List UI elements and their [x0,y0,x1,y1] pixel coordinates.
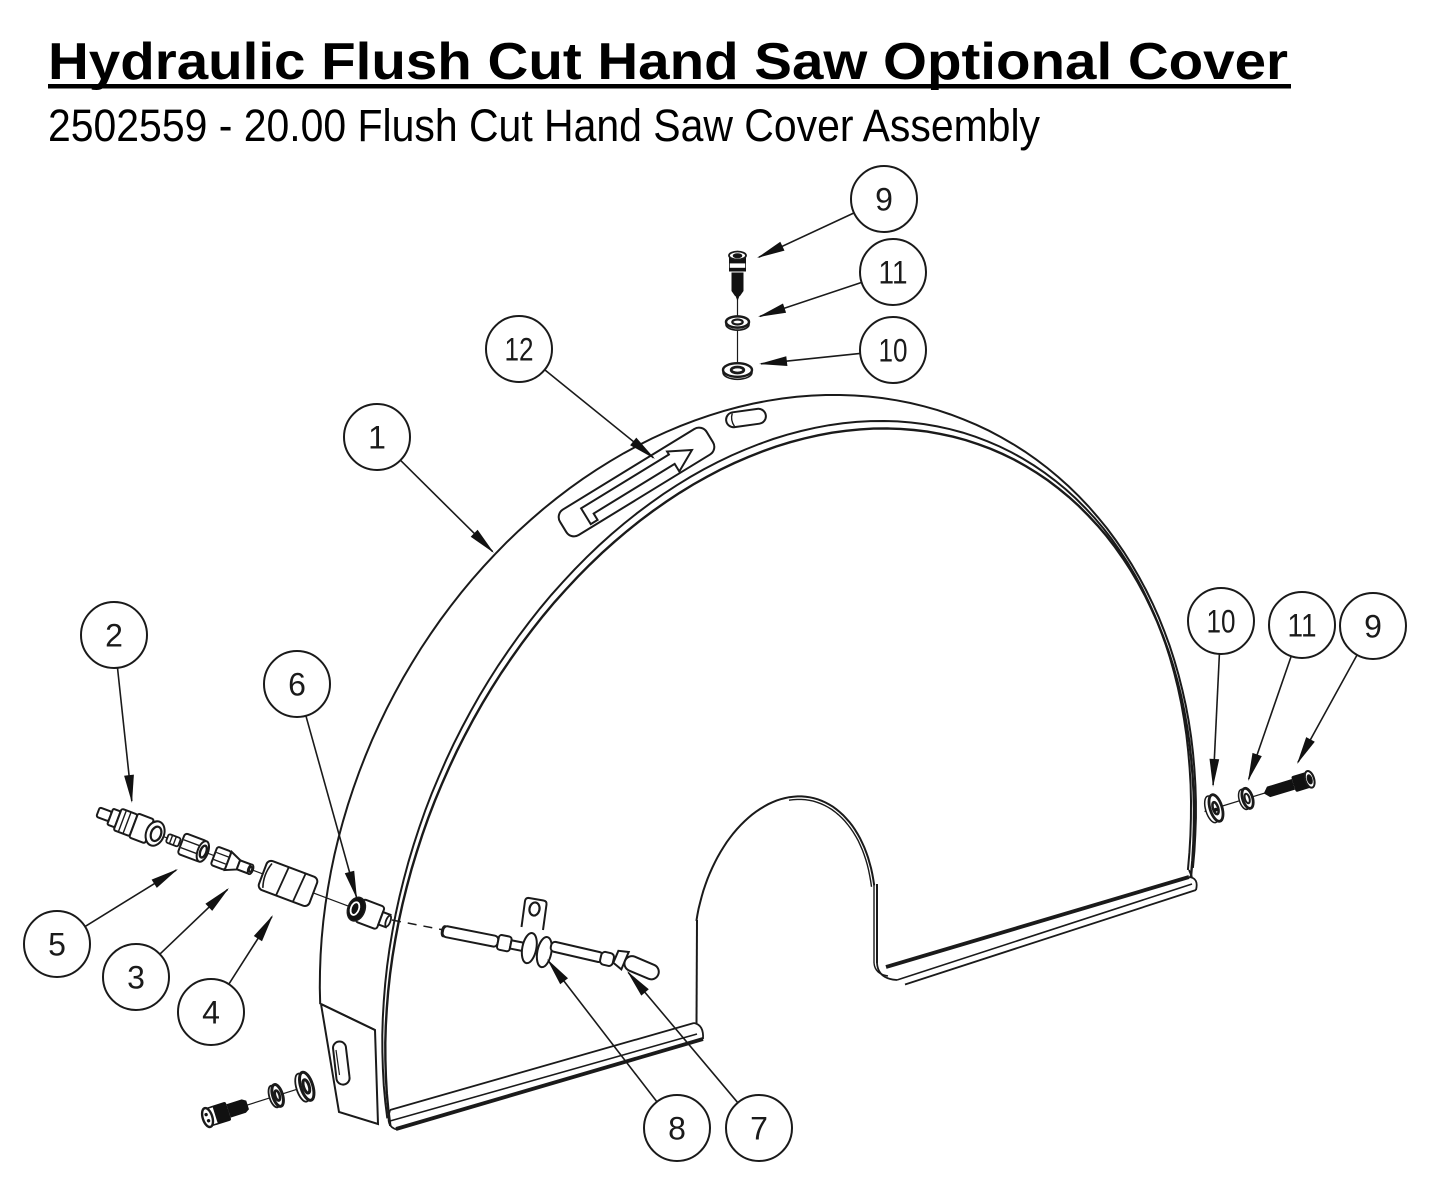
svg-text:10: 10 [879,333,908,369]
svg-text:12: 12 [505,332,534,368]
svg-text:Hydraulic Flush Cut Hand Saw O: Hydraulic Flush Cut Hand Saw Optional Co… [48,33,1288,91]
svg-text:11: 11 [1288,608,1317,644]
svg-text:11: 11 [879,255,908,291]
svg-text:3: 3 [127,960,145,996]
svg-text:6: 6 [288,667,306,703]
svg-text:9: 9 [1364,609,1382,645]
svg-text:7: 7 [750,1111,768,1147]
svg-text:10: 10 [1207,604,1236,640]
svg-text:2: 2 [105,618,123,654]
svg-text:4: 4 [202,995,220,1031]
svg-text:8: 8 [668,1111,686,1147]
svg-text:1: 1 [368,420,386,456]
svg-text:9: 9 [875,182,893,218]
svg-text:5: 5 [48,927,66,963]
svg-text:2502559 - 20.00 Flush Cut Hand: 2502559 - 20.00 Flush Cut Hand Saw Cover… [48,100,1040,151]
